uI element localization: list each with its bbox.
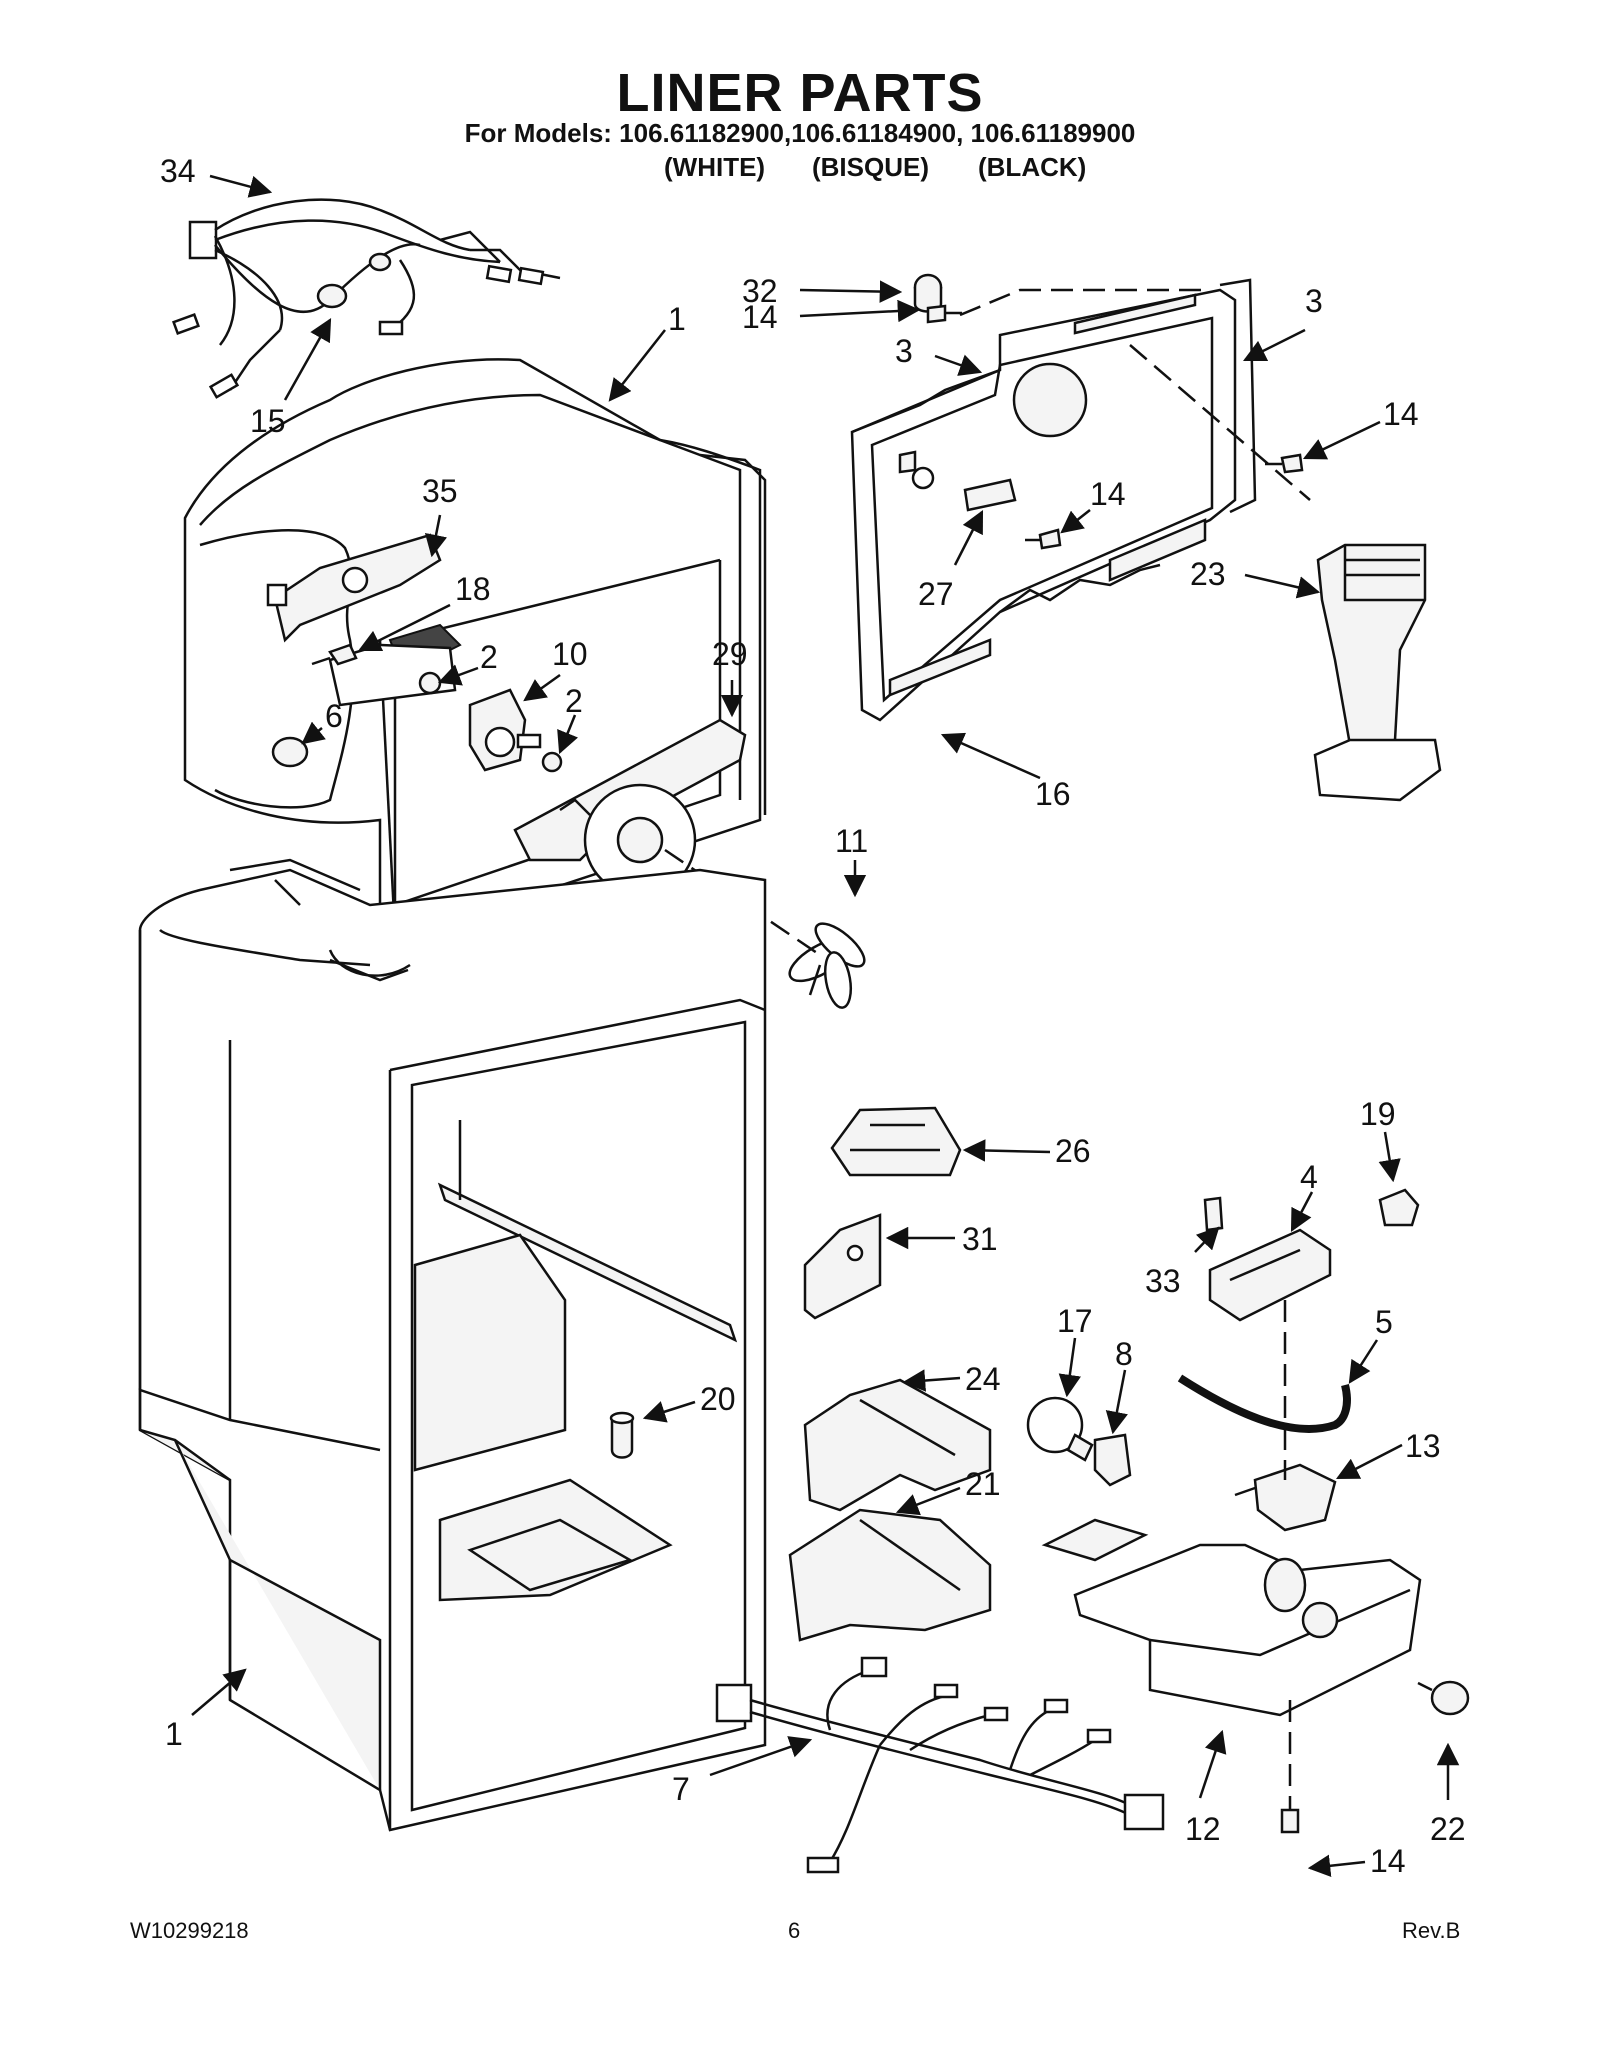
callout-2-upper: 2	[480, 639, 498, 675]
part-35-bracket	[266, 533, 442, 643]
callout-31: 31	[962, 1221, 998, 1257]
callout-2-lower: 2	[565, 683, 583, 719]
part-8-socket	[1093, 1433, 1132, 1487]
callout-21: 21	[965, 1466, 1001, 1502]
variant-bisque: (BISQUE)	[812, 152, 929, 182]
callout-33: 33	[1145, 1263, 1181, 1299]
callout-14-bottom: 14	[1370, 1843, 1406, 1879]
part-2-screw-lower	[541, 751, 563, 773]
part-10-thermostat	[468, 688, 542, 772]
doc-number: W10299218	[130, 1918, 249, 1943]
part-31-plate	[803, 1213, 882, 1320]
wire-harness-bottom	[715, 1656, 1165, 1874]
callout-1-lower: 1	[165, 1716, 183, 1752]
part-18-screw	[311, 643, 358, 666]
callout-34: 34	[160, 153, 196, 189]
callout-3-left: 3	[895, 333, 913, 369]
callout-10: 10	[552, 636, 588, 672]
part-26-light-shield	[830, 1106, 962, 1177]
part-14-screw-top	[926, 304, 962, 324]
part-4-control-board	[1208, 1228, 1332, 1322]
part-21-housing	[788, 1508, 992, 1642]
part-29-fan-housing	[513, 718, 747, 897]
part-5-tube	[1177, 1374, 1351, 1433]
part-3-channel	[851, 278, 1257, 514]
page-number: 6	[788, 1918, 801, 1943]
callout-12: 12	[1185, 1811, 1221, 1847]
fresh-food-liner	[138, 858, 767, 1832]
callout-8: 8	[1115, 1336, 1133, 1372]
part-33-screw	[1203, 1196, 1224, 1232]
part-14-screw-mid	[1025, 528, 1062, 550]
callout-labels: 34 15 1 35 18 2 10 2 6 29 32 14 3 3 14 1…	[160, 153, 1466, 1879]
revision: Rev.B	[1402, 1918, 1461, 1943]
callout-19: 19	[1360, 1096, 1396, 1132]
callout-14-right: 14	[1383, 396, 1419, 432]
callout-4: 4	[1300, 1159, 1318, 1195]
callout-23: 23	[1190, 556, 1226, 592]
callout-17: 17	[1057, 1303, 1093, 1339]
callout-11: 11	[835, 823, 868, 859]
callout-6: 6	[325, 698, 343, 734]
part-14-screw-bottom	[1280, 1808, 1300, 1834]
callout-27: 27	[918, 576, 954, 612]
variant-white: (WHITE)	[664, 152, 766, 182]
callout-14-mid: 14	[1090, 476, 1126, 512]
callout-15: 15	[250, 403, 286, 439]
callout-13: 13	[1405, 1428, 1441, 1464]
part-6-knob	[271, 736, 309, 768]
callout-32: 32	[742, 273, 778, 309]
callout-leaders	[191, 174, 1460, 1877]
part-22-knob	[1417, 1680, 1470, 1716]
part-20-plug	[609, 1411, 635, 1459]
part-19-clip	[1378, 1188, 1420, 1227]
callout-24: 24	[965, 1361, 1001, 1397]
callout-22: 22	[1430, 1811, 1466, 1847]
callout-3-right: 3	[1305, 283, 1323, 319]
callout-7: 7	[672, 1771, 690, 1807]
part-13-switch	[1234, 1463, 1337, 1532]
callout-29: 29	[712, 636, 748, 672]
part-2-screw-upper	[418, 671, 442, 695]
callout-16: 16	[1035, 776, 1071, 812]
page-title: LINER PARTS	[616, 63, 984, 123]
variant-black: (BLACK)	[978, 152, 1087, 182]
callout-18: 18	[455, 571, 491, 607]
callout-35: 35	[422, 473, 458, 509]
callout-26: 26	[1055, 1133, 1091, 1169]
models-line: For Models: 106.61182900,106.61184900, 1…	[464, 118, 1136, 148]
callout-5: 5	[1375, 1304, 1393, 1340]
callout-20: 20	[700, 1381, 736, 1417]
part-23-air-duct	[1313, 543, 1442, 802]
part-24-housing	[803, 1378, 992, 1512]
part-12-control-housing	[1041, 1518, 1422, 1717]
part-17-bulb	[1026, 1396, 1094, 1462]
part-14-screw-right	[1265, 453, 1304, 474]
callout-1-upper: 1	[668, 301, 686, 337]
wire-harness-top	[172, 198, 561, 399]
callout-14-top: 14	[742, 299, 778, 335]
part-11-fan-blade	[664, 848, 866, 1009]
part-16-evaporator-cover	[850, 288, 1237, 722]
